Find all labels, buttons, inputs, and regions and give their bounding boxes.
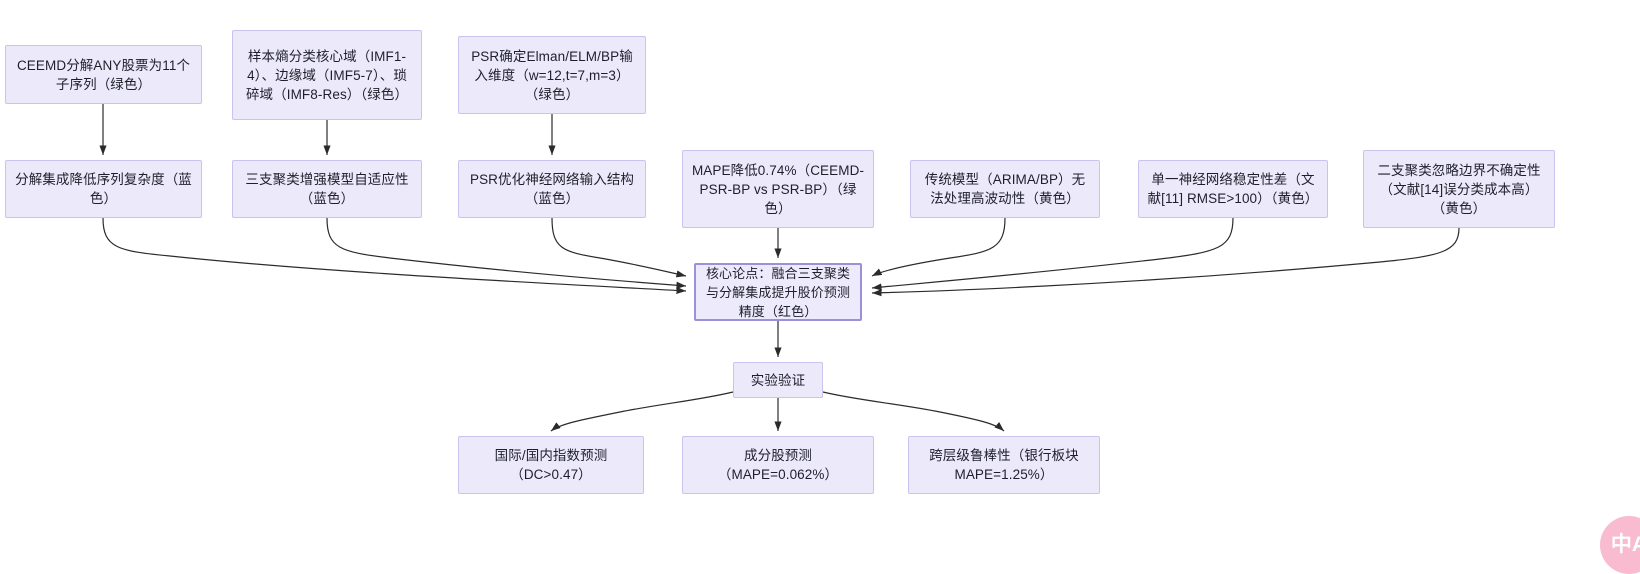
node-two-way-clustering-limitation[interactable]: 二支聚类忽略边界不确定性（文献[14]误分类成本高）（黄色）	[1363, 150, 1555, 228]
edge-n10-n11	[871, 227, 1460, 297]
edge-n9-n11	[871, 217, 1234, 291]
node-ceemd-decomposition[interactable]: CEEMD分解ANY股票为11个子序列（绿色）	[5, 45, 202, 104]
edge-n5-n11	[326, 217, 687, 289]
node-label: PSR确定Elman/ELM/BP输入维度（w=12,t=7,m=3）（绿色）	[471, 48, 633, 102]
node-experimental-validation[interactable]: 实验验证	[733, 362, 823, 398]
node-label: CEEMD分解ANY股票为11个子序列（绿色）	[16, 57, 191, 92]
node-sample-entropy-classification[interactable]: 样本熵分类核心域（IMF1-4）、边缘域（IMF5-7）、琐碎域（IMF8-Re…	[232, 30, 422, 120]
node-label: 单一神经网络稳定性差（文献[11] RMSE>100）（黄色）	[1147, 172, 1319, 206]
node-cross-level-robustness-result[interactable]: 跨层级鲁棒性（银行板块MAPE=1.25%）	[908, 436, 1100, 494]
node-label: 分解集成降低序列复杂度（蓝色）	[15, 172, 192, 206]
node-traditional-model-limitation[interactable]: 传统模型（ARIMA/BP）无法处理高波动性（黄色）	[910, 160, 1100, 218]
node-label: 样本熵分类核心域（IMF1-4）、边缘域（IMF5-7）、琐碎域（IMF8-Re…	[245, 48, 409, 102]
edge-n12-n15	[822, 391, 1005, 432]
node-label: 成分股预测（MAPE=0.062%）	[717, 448, 839, 482]
node-label: 跨层级鲁棒性（银行板块MAPE=1.25%）	[929, 448, 1079, 482]
edge-n6-n11	[551, 217, 687, 278]
node-label: 实验验证	[750, 372, 806, 388]
node-core-thesis[interactable]: 核心论点：融合三支聚类与分解集成提升股价预测精度（红色）	[694, 263, 862, 321]
watermark-badge: 中A	[1600, 516, 1640, 574]
node-mape-reduction-evidence[interactable]: MAPE降低0.74%（CEEMD-PSR-BP vs PSR-BP）（绿色）	[682, 150, 874, 228]
node-label: PSR优化神经网络输入结构（蓝色）	[469, 172, 635, 206]
node-label: 三支聚类增强模型自适应性（蓝色）	[245, 172, 409, 206]
node-decomposition-reduces-complexity[interactable]: 分解集成降低序列复杂度（蓝色）	[5, 160, 202, 218]
edge-n12-n13	[550, 391, 734, 432]
node-label: MAPE降低0.74%（CEEMD-PSR-BP vs PSR-BP）（绿色）	[691, 162, 865, 216]
node-label: 核心论点：融合三支聚类与分解集成提升股价预测精度（红色）	[705, 265, 851, 319]
node-three-way-clustering-adaptivity[interactable]: 三支聚类增强模型自适应性（蓝色）	[232, 160, 422, 218]
node-index-prediction-result[interactable]: 国际/国内指数预测（DC>0.47）	[458, 436, 644, 494]
node-psr-input-dimension[interactable]: PSR确定Elman/ELM/BP输入维度（w=12,t=7,m=3）（绿色）	[458, 36, 646, 114]
watermark-text: 中A	[1610, 533, 1640, 556]
node-label: 二支聚类忽略边界不确定性（文献[14]误分类成本高）（黄色）	[1377, 162, 1541, 216]
edge-n8-n11	[871, 217, 1006, 277]
edge-n4-n11	[102, 217, 687, 295]
node-single-network-instability[interactable]: 单一神经网络稳定性差（文献[11] RMSE>100）（黄色）	[1138, 160, 1328, 218]
node-psr-optimizes-network-input[interactable]: PSR优化神经网络输入结构（蓝色）	[458, 160, 646, 218]
node-label: 国际/国内指数预测（DC>0.47）	[494, 448, 608, 482]
node-label: 传统模型（ARIMA/BP）无法处理高波动性（黄色）	[924, 172, 1086, 206]
node-constituent-stock-result[interactable]: 成分股预测（MAPE=0.062%）	[682, 436, 874, 494]
